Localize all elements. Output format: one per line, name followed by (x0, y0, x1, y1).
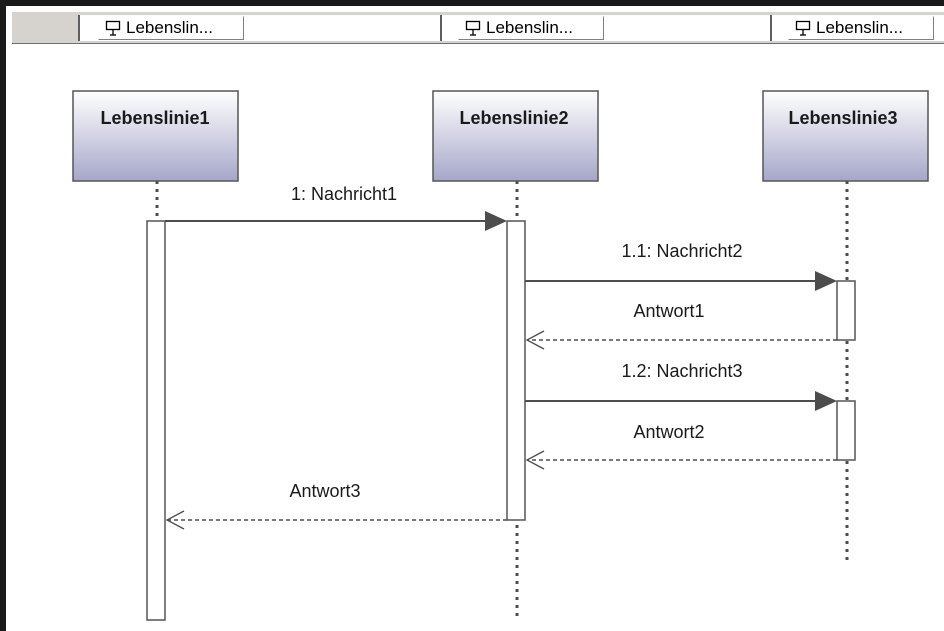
message-1[interactable]: 1: Nachricht1 (165, 184, 507, 231)
header-lifeline-2-label: Lebenslin... (486, 18, 573, 37)
reply-3-label: Antwort3 (289, 481, 360, 501)
header-lifeline-1-label: Lebenslin... (126, 18, 213, 37)
reply-3[interactable]: Antwort3 (165, 481, 507, 530)
open-arrowhead-icon (525, 450, 545, 470)
filled-arrowhead-icon (485, 211, 507, 231)
message-2[interactable]: 1.1: Nachricht2 (525, 241, 837, 291)
header-lifeline-1[interactable]: Lebenslin... (98, 16, 244, 40)
open-arrowhead-icon (525, 330, 545, 350)
open-arrowhead-icon (165, 510, 185, 530)
activation-bar-1[interactable] (146, 220, 166, 621)
header-lifeline-3[interactable]: Lebenslin... (788, 16, 934, 40)
lifeline-3-name: Lebenslinie3 (788, 108, 897, 128)
activation-bar-2[interactable] (506, 220, 526, 521)
reply-2-label: Antwort2 (633, 422, 704, 442)
header-lifeline-3-label: Lebenslin... (816, 18, 903, 37)
lifeline-2[interactable]: Lebenslinie2 (432, 90, 599, 182)
lifeline-1[interactable]: Lebenslinie1 (72, 90, 239, 182)
message-1-label: 1: Nachricht1 (291, 184, 397, 204)
message-3[interactable]: 1.2: Nachricht3 (525, 361, 837, 411)
message-3-label: 1.2: Nachricht3 (621, 361, 742, 381)
lifeline-2-name: Lebenslinie2 (459, 108, 568, 128)
lifeline-header-bar: Lebenslin... Lebenslin... Lebenslin... (12, 12, 944, 44)
lifeline-icon (465, 20, 481, 36)
activation-bar-3b[interactable] (836, 400, 856, 461)
lifeline-1-name: Lebenslinie1 (100, 108, 209, 128)
reply-1-label: Antwort1 (633, 301, 704, 321)
filled-arrowhead-icon (815, 271, 837, 291)
lifeline-icon (795, 20, 811, 36)
message-2-label: 1.1: Nachricht2 (621, 241, 742, 261)
lifeline-2-box (432, 90, 599, 182)
lifeline-3[interactable]: Lebenslinie3 (762, 90, 929, 182)
lifeline-3-box (762, 90, 929, 182)
activation-bar-3a[interactable] (836, 280, 856, 341)
filled-arrowhead-icon (815, 391, 837, 411)
reply-2[interactable]: Antwort2 (525, 422, 837, 470)
lifeline-icon (105, 20, 121, 36)
lifeline-1-box (72, 90, 239, 182)
reply-1[interactable]: Antwort1 (525, 301, 837, 350)
header-lifeline-2[interactable]: Lebenslin... (458, 16, 604, 40)
